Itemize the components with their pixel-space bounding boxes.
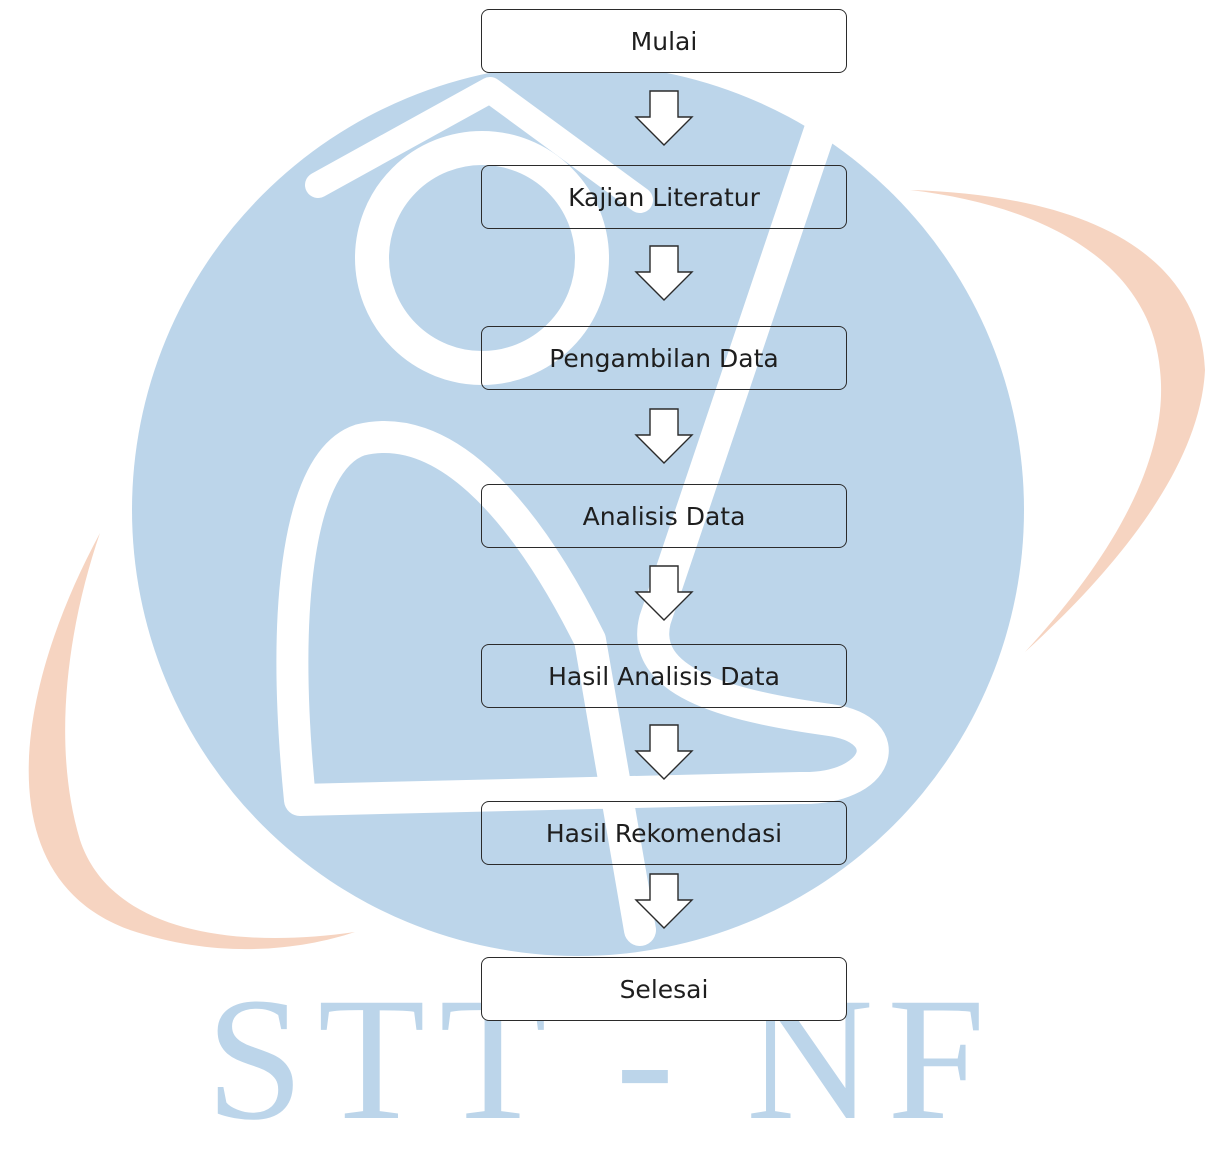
watermark-right-arc	[910, 190, 1205, 652]
step-box-selesai: Selesai	[481, 957, 847, 1021]
step-box-pengambilan-data: Pengambilan Data	[481, 326, 847, 390]
step-box-mulai: Mulai	[481, 9, 847, 73]
watermark-figure	[276, 77, 889, 946]
step-box-analisis-data: Analisis Data	[481, 484, 847, 548]
down-arrow-icon	[634, 565, 694, 621]
stt-nf-logo-watermark	[28, 64, 1205, 956]
down-arrow-icon	[634, 724, 694, 780]
step-box-hasil-rekomendasi: Hasil Rekomendasi	[481, 801, 847, 865]
step-box-kajian-literatur: Kajian Literatur	[481, 165, 847, 229]
down-arrow-icon	[634, 873, 694, 929]
down-arrow-icon	[634, 408, 694, 464]
down-arrow-icon	[634, 90, 694, 146]
down-arrow-icon	[634, 245, 694, 301]
flowchart-page: STT - NF Mulai Kajian Literatur Pengambi…	[28, 9, 1205, 1148]
step-box-hasil-analisis-data: Hasil Analisis Data	[481, 644, 847, 708]
watermark-circle	[132, 64, 1024, 956]
